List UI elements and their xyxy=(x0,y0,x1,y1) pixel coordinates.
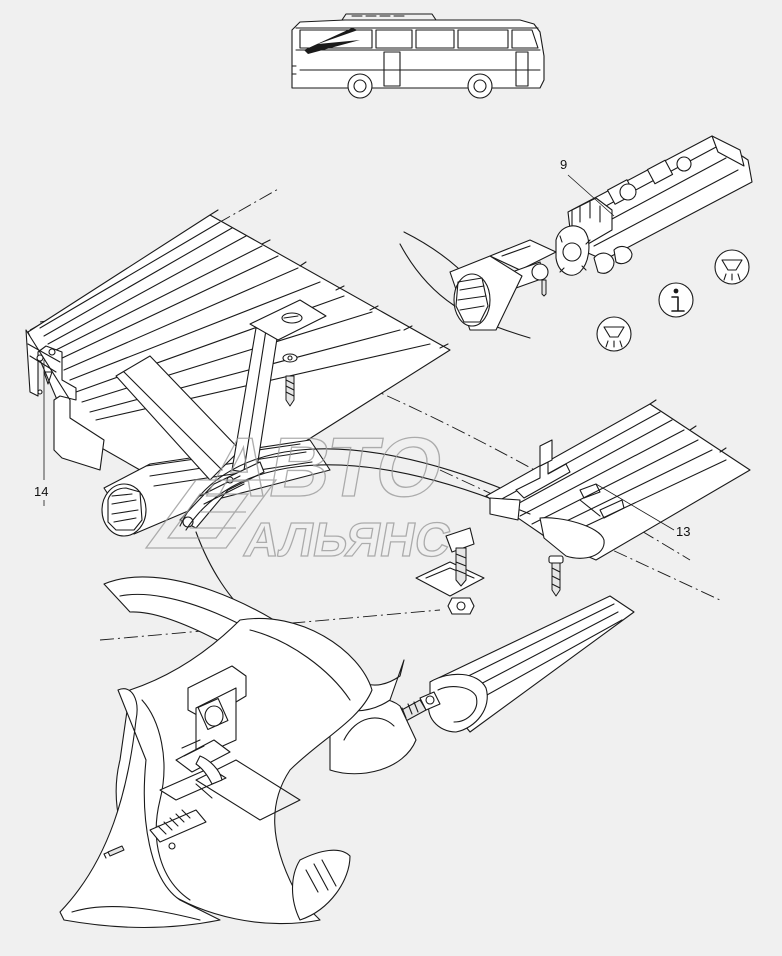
callout-label: 13 xyxy=(676,524,690,539)
air-duct-molding xyxy=(59,576,405,929)
callout-14: 14 xyxy=(34,360,48,506)
roof-rail-panel xyxy=(25,209,451,471)
watermark-line-2: АЛЬЯНС xyxy=(240,513,455,567)
tube-bracket-assembly xyxy=(101,299,331,537)
ceiling-lamp-icon xyxy=(596,316,632,352)
fastener-set xyxy=(415,527,564,615)
watermark: АВТО АЛЬЯНС xyxy=(144,419,456,568)
callout-label: 14 xyxy=(34,484,48,499)
callout-9: 9 xyxy=(560,157,615,217)
bus-thumbnail xyxy=(291,13,545,99)
info-icon xyxy=(658,282,694,318)
ceiling-lamp-icon xyxy=(714,249,750,285)
watermark-line-1: АВТО xyxy=(201,420,450,514)
callout-13: 13 xyxy=(595,483,690,539)
callout-label: 9 xyxy=(560,157,567,172)
reading-light-unit xyxy=(449,135,753,331)
side-rail-section xyxy=(485,399,751,561)
lower-rail xyxy=(329,595,635,775)
